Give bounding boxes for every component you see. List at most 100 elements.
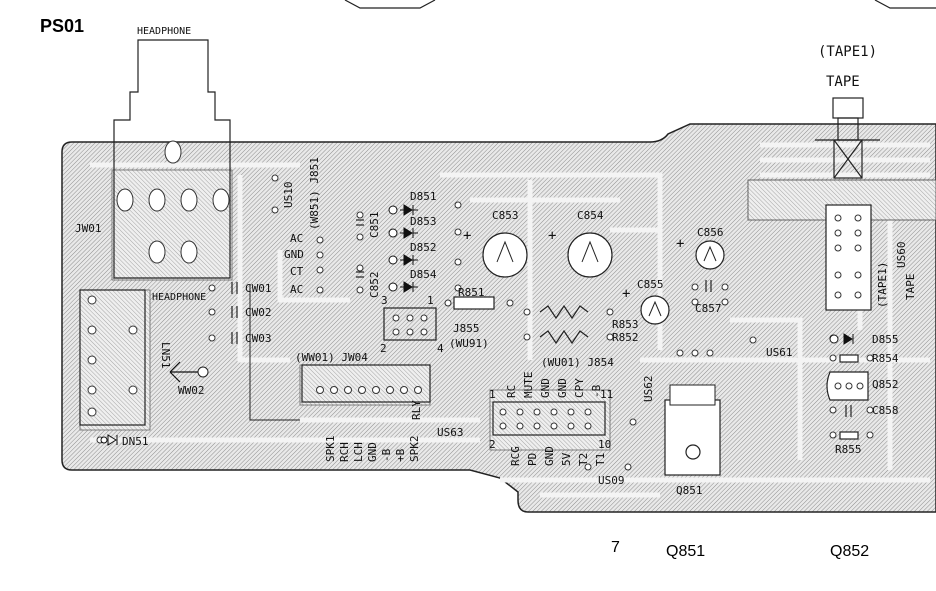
d852-label: D852 (410, 241, 437, 254)
ln51-pads (87, 295, 138, 417)
j851-label: (W851) J851 (308, 157, 321, 230)
copper-area (111, 169, 233, 281)
svg-text:+: + (463, 228, 471, 244)
trace-outline (249, 285, 300, 421)
ww02-arrow (169, 361, 198, 383)
top-edge-shape (874, 0, 936, 9)
q852-caption: Q852 (830, 543, 869, 560)
d855-label: D855 (872, 333, 899, 346)
d853-label: D853 (410, 215, 437, 228)
j854-pin-t2: T2 (577, 453, 590, 466)
jw04-pins (316, 386, 422, 394)
us61-label: US61 (766, 346, 793, 359)
jw04-pin-spk1: SPK1 (324, 436, 337, 463)
c857-label: C857 (695, 302, 722, 315)
dn51-label: DN51 (122, 435, 149, 448)
headphone-pads (116, 140, 230, 264)
j855-pin-4: 4 (437, 342, 444, 355)
c858-label: C858 (872, 404, 899, 417)
wu91-label: (WU91) (449, 337, 489, 350)
copper-area (489, 389, 611, 451)
j855-pins (392, 314, 428, 336)
jw04-label: (WW01) JW04 (295, 351, 368, 364)
us62-label: US62 (642, 376, 655, 403)
c854-label: C854 (577, 209, 604, 222)
j851-pin-gnd: GND (284, 248, 304, 261)
page-number: 7 (611, 539, 620, 556)
electrolytic-capacitors (482, 232, 725, 325)
jw04-pin-spk2: SPK2 (408, 436, 421, 463)
headphone-jack-label: HEADPHONE (137, 26, 191, 37)
c851-label: C851 (368, 212, 381, 239)
cw01-label: CW01 (245, 282, 272, 295)
j855-pin-3: 3 (381, 294, 388, 307)
jw04-outline (301, 364, 431, 403)
us60-label: US60 (895, 242, 908, 269)
jw04-pin-labels: SPK1 RCH LCH GND -B +B SPK2 RLY (324, 400, 423, 462)
q851-caption: Q851 (666, 543, 705, 560)
c856-label: C856 (697, 226, 724, 239)
j851-pin-labels: AC GND CT AC (284, 232, 304, 296)
j851-pin-ac2: AC (290, 283, 303, 296)
q852-pins (834, 382, 864, 390)
q851-pcb-label: Q851 (676, 484, 703, 497)
tape-connector-pins (834, 214, 862, 299)
copper-area (299, 364, 431, 406)
small-capacitors (231, 219, 852, 417)
q851-hole (685, 444, 701, 460)
q852-pcb-label: Q852 (872, 378, 899, 391)
us09-label: US09 (598, 474, 625, 487)
ww02-label: WW02 (178, 384, 205, 397)
j854-pin-gnd-3: GND (543, 446, 556, 466)
j851-pin-ac: AC (290, 232, 303, 245)
headphone-pad-label: HEADPHONE (152, 292, 206, 303)
jw04-pin-lch: LCH (352, 442, 365, 462)
j854-pin-minus-b: -B (590, 384, 603, 398)
us10-label: US10 (282, 182, 295, 209)
r851-label: R851 (458, 286, 485, 299)
j854-pins (499, 408, 592, 430)
tape-main-label: TAPE (826, 74, 860, 90)
jw04-pin-rch: RCH (338, 442, 351, 462)
j855-pin-1: 1 (427, 294, 434, 307)
d854-label: D854 (410, 268, 437, 281)
q851-tab (669, 384, 716, 406)
ln51-label: LN51 (159, 342, 172, 369)
j854-pin-rcg: RCG (509, 446, 522, 466)
j854-pin-5v: 5V (560, 452, 573, 466)
c855-label: C855 (637, 278, 664, 291)
jw04-pin-rly: RLY (410, 400, 423, 420)
j854-pin-rc: RC (505, 385, 518, 398)
tape-connector-outline (825, 204, 872, 311)
ln51-outline (79, 289, 146, 426)
jw04-pin-gnd: GND (366, 442, 379, 462)
svg-text:+: + (676, 236, 684, 252)
c852-label: C852 (368, 272, 381, 299)
j854-pin-pd: PD (526, 453, 539, 466)
j854-pin-10: 10 (598, 438, 611, 451)
q851-body (664, 399, 721, 476)
tape-pad-label: TAPE (904, 274, 917, 301)
j854-pin-mute: MUTE (522, 372, 535, 399)
j854-pin-t1: T1 (594, 453, 607, 466)
j855-pin-2: 2 (380, 342, 387, 355)
j854-pin-2: 2 (489, 438, 496, 451)
d851-label: D851 (410, 190, 437, 203)
j851-pin-ct: CT (290, 265, 304, 278)
us63-label: US63 (437, 426, 464, 439)
j855-outline (383, 307, 437, 341)
jw04-pin-plus-b: +B (394, 448, 407, 462)
headphone-jack-outline (113, 39, 231, 279)
j854-outline (492, 401, 606, 436)
r852-label: R852 (612, 331, 639, 344)
j854-bottom-pin-labels: RCG PD GND 5V T2 T1 (509, 446, 607, 466)
cw02-label: CW02 (245, 306, 272, 319)
r854-label: R854 (872, 352, 899, 365)
j854-pin-gnd-2: GND (556, 378, 569, 398)
tape-sub-label: (TAPE1) (818, 44, 877, 60)
j854-pin-1: 1 (489, 388, 496, 401)
ww02-pad (197, 366, 209, 378)
svg-text:+: + (622, 286, 630, 302)
c853-label: C853 (492, 209, 519, 222)
